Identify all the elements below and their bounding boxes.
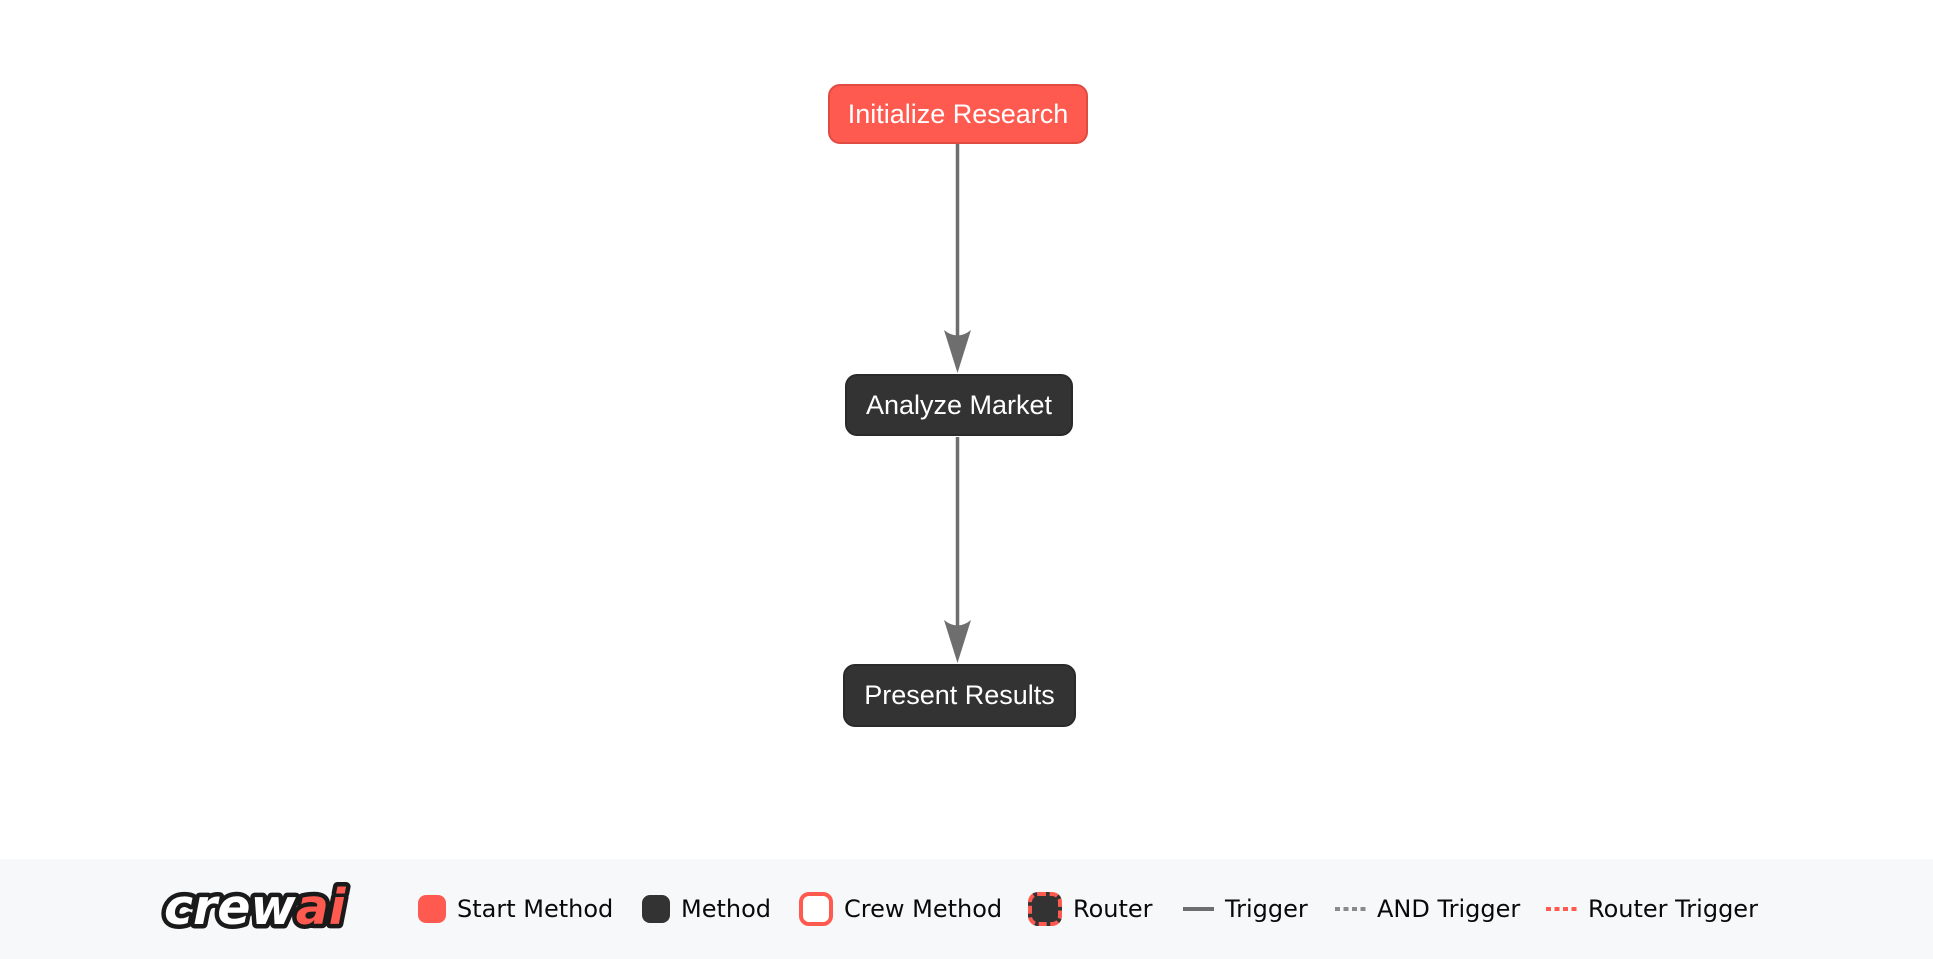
legend-item-start-method: Start Method — [418, 895, 613, 923]
legend-label: Trigger — [1225, 895, 1308, 923]
node-label: Initialize Research — [847, 98, 1069, 129]
legend-label: AND Trigger — [1377, 895, 1521, 923]
crew-method-swatch-icon — [799, 892, 833, 926]
node-label: Present Results — [864, 680, 1055, 710]
legend-item-trigger: Trigger — [1183, 895, 1308, 923]
router-trigger-line-icon — [1546, 907, 1577, 911]
crewai-logo: crewai — [160, 870, 395, 948]
logo-text-ai: ai — [296, 879, 347, 936]
arrowhead-down-icon — [944, 330, 971, 373]
logo-text-crew: crew — [164, 879, 296, 936]
edge-trigger-1 — [944, 143, 971, 373]
legend-item-router-trigger: Router Trigger — [1546, 895, 1758, 923]
legend-label: Crew Method — [844, 895, 1003, 923]
flow-node-analyze-market[interactable]: Analyze Market — [845, 374, 1073, 436]
edge-trigger-2 — [944, 437, 971, 663]
flow-canvas[interactable]: Initialize Research Analyze Market Prese… — [0, 0, 1933, 859]
flow-node-initialize-research[interactable]: Initialize Research — [828, 84, 1088, 144]
arrowhead-down-icon — [944, 620, 971, 663]
legend-item-and-trigger: AND Trigger — [1335, 895, 1520, 923]
legend-item-crew-method: Crew Method — [799, 892, 1002, 926]
and-trigger-line-icon — [1335, 907, 1366, 911]
legend-bar: crewai Start Method Method Crew Method R… — [0, 859, 1933, 959]
trigger-line-icon — [1183, 907, 1214, 911]
legend-item-method: Method — [642, 895, 771, 923]
crewai-logo-icon: crewai — [160, 875, 352, 941]
svg-text:crewai: crewai — [164, 879, 347, 936]
legend-label: Router Trigger — [1588, 895, 1758, 923]
node-label: Analyze Market — [865, 389, 1053, 420]
router-swatch-icon — [1028, 892, 1062, 926]
legend-label: Method — [681, 895, 772, 923]
legend-item-router: Router — [1028, 892, 1153, 926]
legend-label: Router — [1073, 895, 1153, 923]
start-method-swatch-icon — [418, 895, 446, 923]
legend-label: Start Method — [457, 895, 614, 923]
flow-node-present-results[interactable]: Present Results — [843, 664, 1076, 727]
method-swatch-icon — [642, 895, 670, 923]
